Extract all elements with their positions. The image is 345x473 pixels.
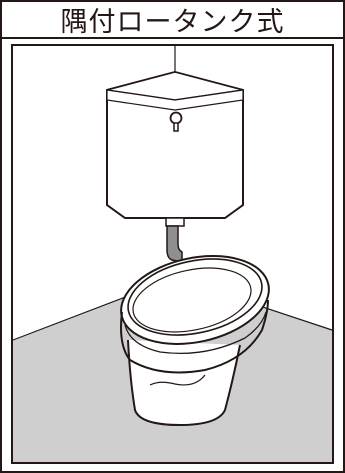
flush-lever-stem xyxy=(174,123,178,131)
flush-lever-icon xyxy=(171,113,182,124)
pipe-joint xyxy=(166,218,184,226)
page-title: 隅付ロータンク式 xyxy=(0,0,345,38)
corner-tank xyxy=(107,72,243,218)
